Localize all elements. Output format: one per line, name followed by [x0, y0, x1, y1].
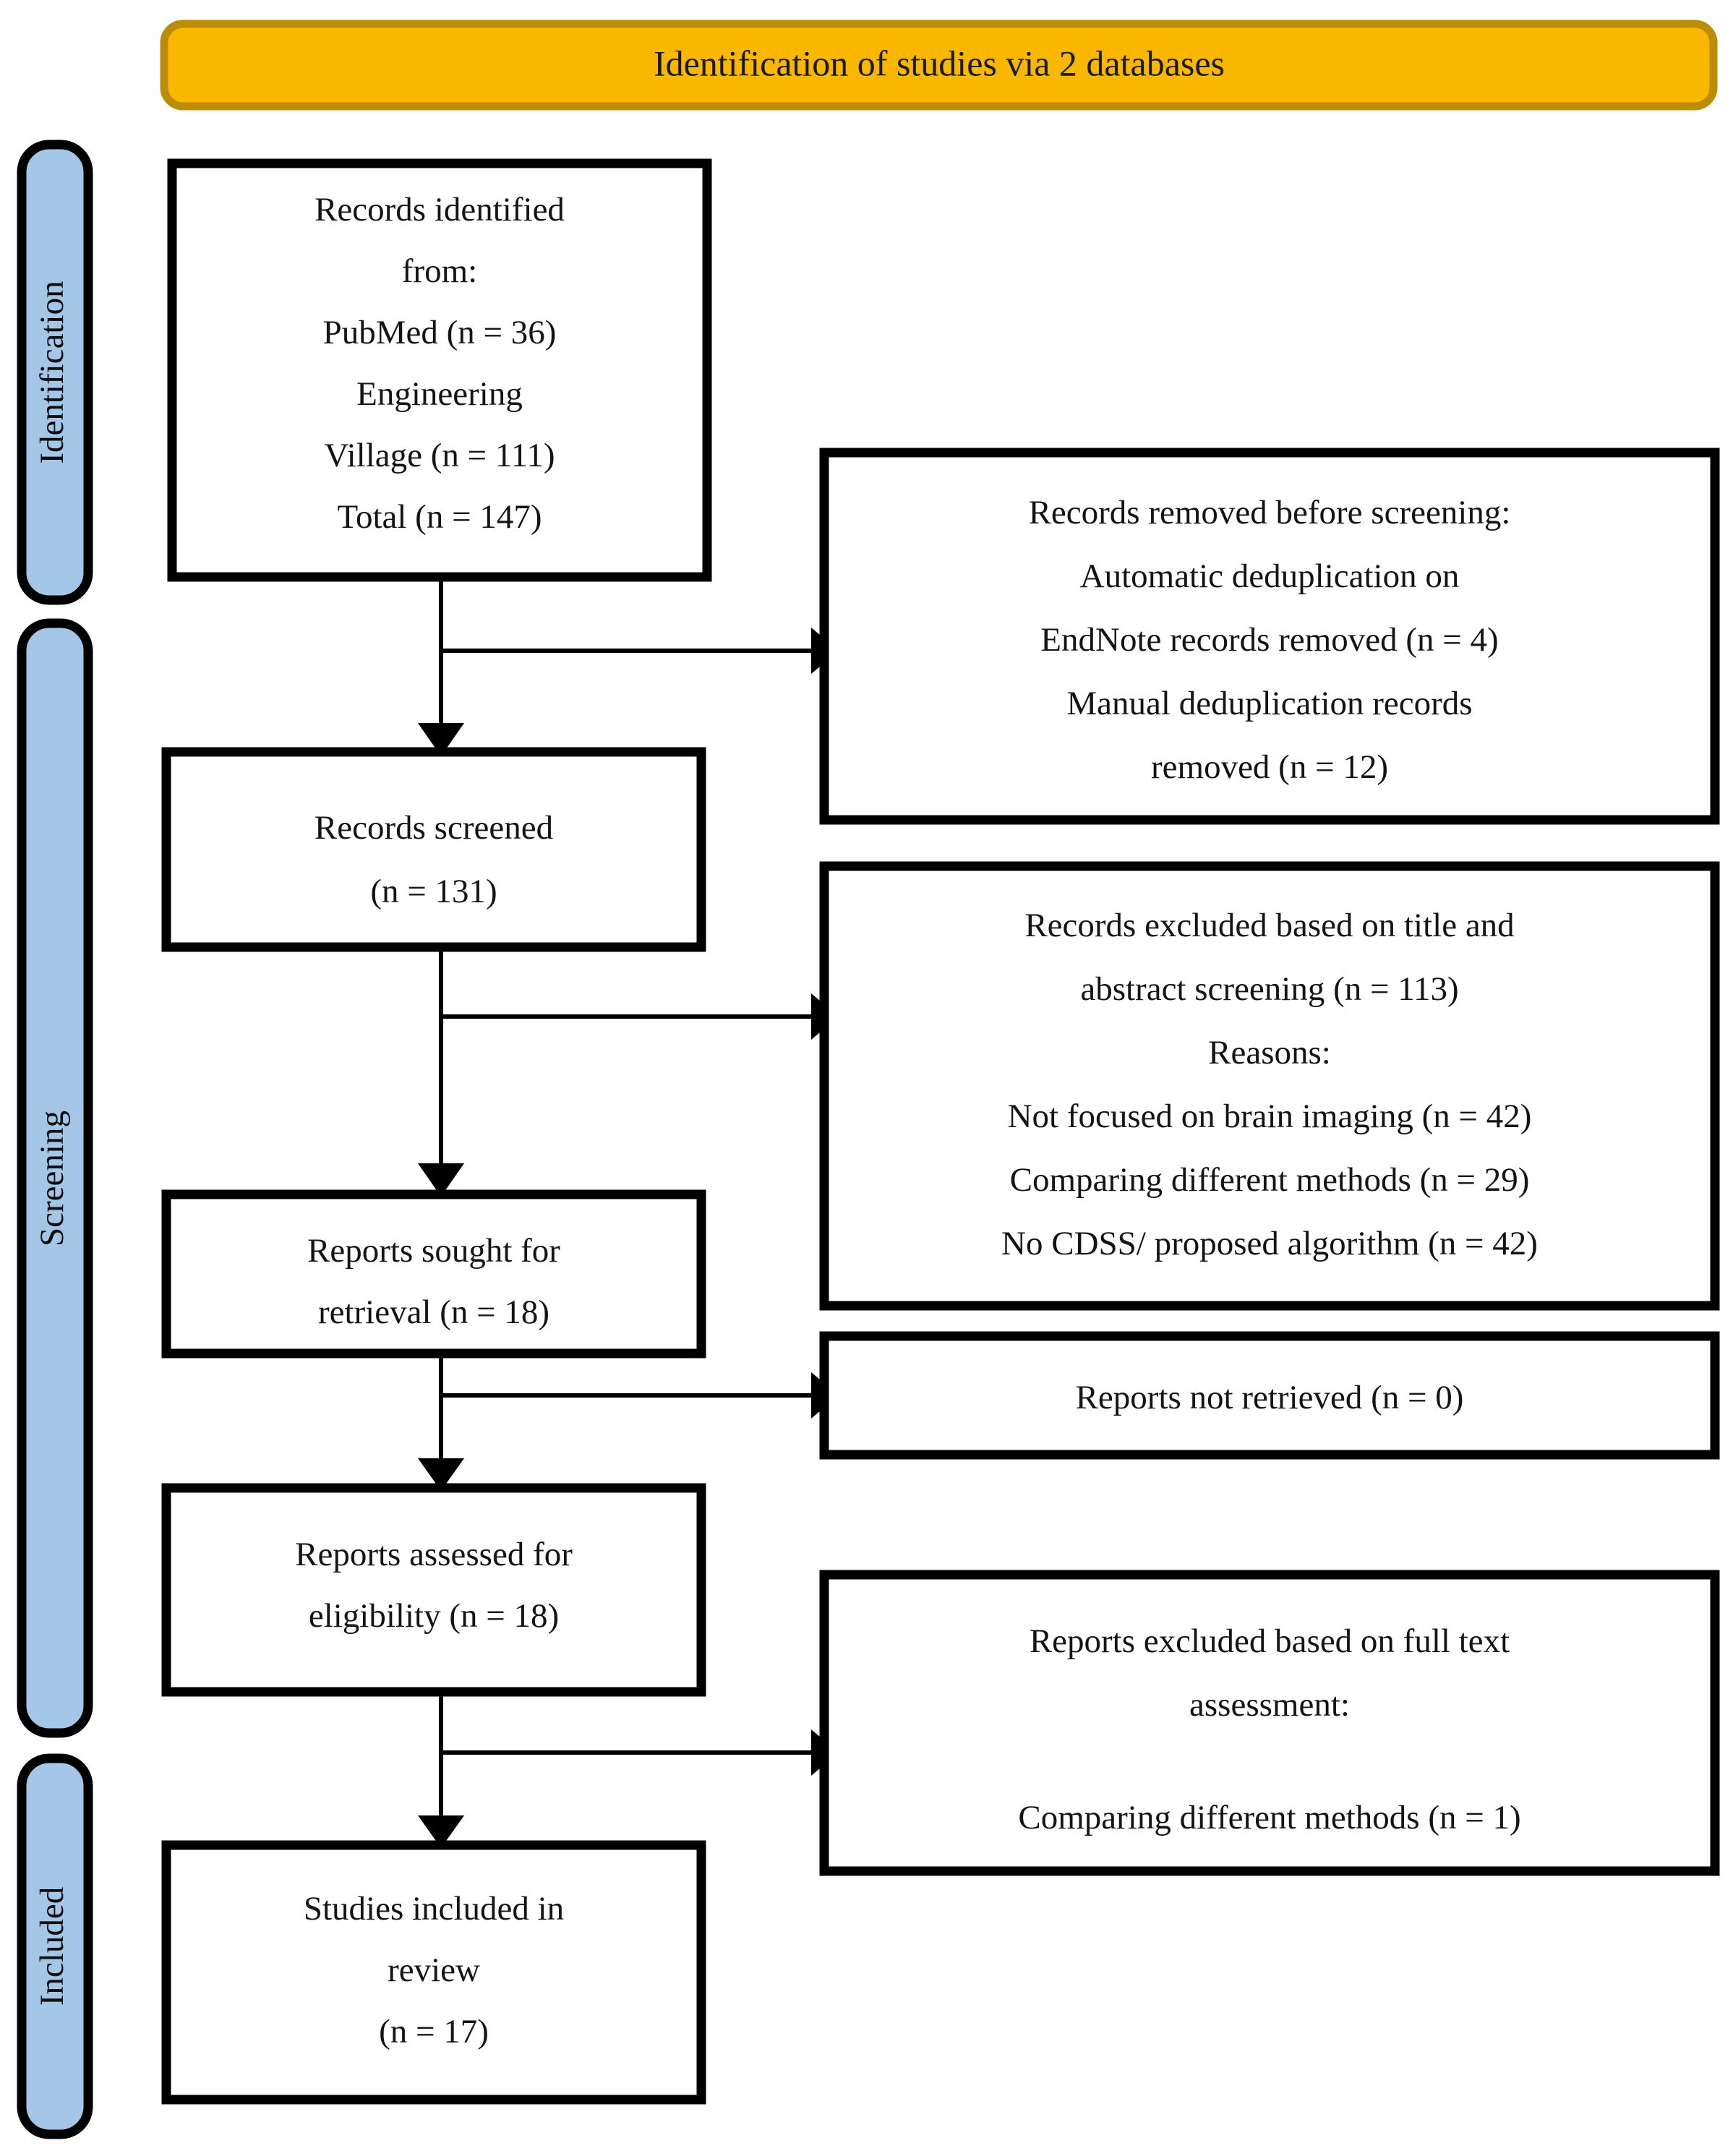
reports-assessed-line-2: eligibility (n = 18) — [309, 1597, 559, 1635]
node-reports-not-retrieved: Reports not retrieved (n = 0) — [819, 1331, 1720, 1460]
connector-sought-to-assessed — [418, 1353, 839, 1491]
reports-assessed-line-1: Reports assessed for — [295, 1536, 573, 1573]
header-banner-rect — [160, 20, 1718, 111]
stage-identification-label: Identification — [33, 281, 71, 463]
studies-included-line-1: Studies included in — [304, 1890, 564, 1928]
header-banner-title: Identification of studies via 2 database… — [654, 43, 1225, 83]
records-screened-line-1: Records screened — [314, 809, 553, 847]
arrow-head-down-1 — [418, 723, 464, 756]
records-identified-line-4: Engineering — [356, 375, 523, 413]
records-excluded-box — [819, 861, 1720, 1311]
studies-included-line-2: review — [388, 1951, 480, 1989]
stage-included-label: Included — [33, 1887, 71, 2006]
studies-included-line-3: (n = 17) — [379, 2013, 489, 2050]
records-removed-line-1: Records removed before screening: — [1029, 494, 1511, 531]
reports-sought-line-1: Reports sought for — [307, 1232, 560, 1270]
records-identified-line-1: Records identified — [314, 191, 565, 228]
reports-not-retrieved-box — [819, 1331, 1720, 1460]
stage-identification: Identification — [17, 140, 93, 605]
records-removed-box — [819, 448, 1720, 825]
records-excluded-line-5: Comparing different methods (n = 29) — [1010, 1161, 1530, 1199]
records-excluded-line-2: abstract screening (n = 113) — [1080, 970, 1458, 1008]
connector-screened-to-sought — [418, 947, 839, 1197]
reports-assessed-box — [161, 1483, 706, 1697]
stage-screening-label: Screening — [33, 1111, 71, 1246]
stage-screening-rect — [17, 618, 93, 1738]
records-removed-line-2: Automatic deduplication on — [1080, 557, 1460, 595]
node-records-removed: Records removed before screening: Automa… — [819, 448, 1720, 825]
records-excluded-line-6: No CDSS/ proposed algorithm (n = 42) — [1001, 1225, 1538, 1262]
records-identified-line-5: Village (n = 111) — [324, 437, 555, 474]
stage-screening: Screening — [17, 618, 93, 1738]
reports-sought-line-2: retrieval (n = 18) — [318, 1293, 549, 1331]
node-reports-excluded-fulltext: Reports excluded based on full text asse… — [819, 1570, 1720, 1876]
node-reports-assessed: Reports assessed for eligibility (n = 18… — [161, 1483, 706, 1697]
records-identified-line-3: PubMed (n = 36) — [323, 314, 557, 351]
records-identified-box — [167, 158, 712, 582]
studies-included-box — [161, 1840, 706, 2105]
records-removed-line-3: EndNote records removed (n = 4) — [1040, 621, 1498, 659]
stage-identification-rect — [17, 140, 93, 605]
reports-excluded-fulltext-line-2: assessment: — [1189, 1686, 1350, 1724]
records-excluded-line-1: Records excluded based on title and — [1024, 907, 1514, 944]
records-screened-line-2: (n = 131) — [370, 873, 497, 910]
records-screened-box — [161, 747, 706, 952]
reports-excluded-fulltext-line-4: Comparing different methods (n = 1) — [1018, 1799, 1520, 1836]
records-removed-line-5: removed (n = 12) — [1151, 748, 1388, 786]
reports-excluded-fulltext-line-1: Reports excluded based on full text — [1030, 1622, 1510, 1660]
connector-identified-to-screened — [418, 577, 839, 756]
node-records-excluded: Records excluded based on title and abst… — [819, 861, 1720, 1311]
records-excluded-line-3: Reasons: — [1208, 1034, 1331, 1071]
arrow-head-down-2 — [418, 1163, 464, 1197]
node-studies-included: Studies included in review (n = 17) — [161, 1840, 706, 2105]
reports-sought-box — [161, 1189, 706, 1359]
node-reports-sought: Reports sought for retrieval (n = 18) — [161, 1189, 706, 1359]
records-excluded-line-4: Not focused on brain imaging (n = 42) — [1008, 1098, 1532, 1135]
stage-included: Included — [17, 1753, 93, 2139]
records-removed-line-4: Manual deduplication records — [1066, 685, 1472, 722]
header-banner: Identification of studies via 2 database… — [160, 20, 1718, 111]
node-records-screened: Records screened (n = 131) — [161, 747, 706, 952]
reports-excluded-fulltext-box — [819, 1570, 1720, 1876]
connector-assessed-to-included — [418, 1692, 839, 1848]
stage-included-rect — [17, 1753, 93, 2139]
arrow-head-down-3 — [418, 1458, 464, 1491]
reports-not-retrieved-line-1: Reports not retrieved (n = 0) — [1076, 1379, 1464, 1416]
arrow-head-down-4 — [418, 1815, 464, 1848]
records-identified-line-6: Total (n = 147) — [338, 498, 542, 536]
node-records-identified: Records identified from: PubMed (n = 36)… — [167, 158, 712, 582]
records-identified-line-2: from: — [402, 252, 477, 290]
